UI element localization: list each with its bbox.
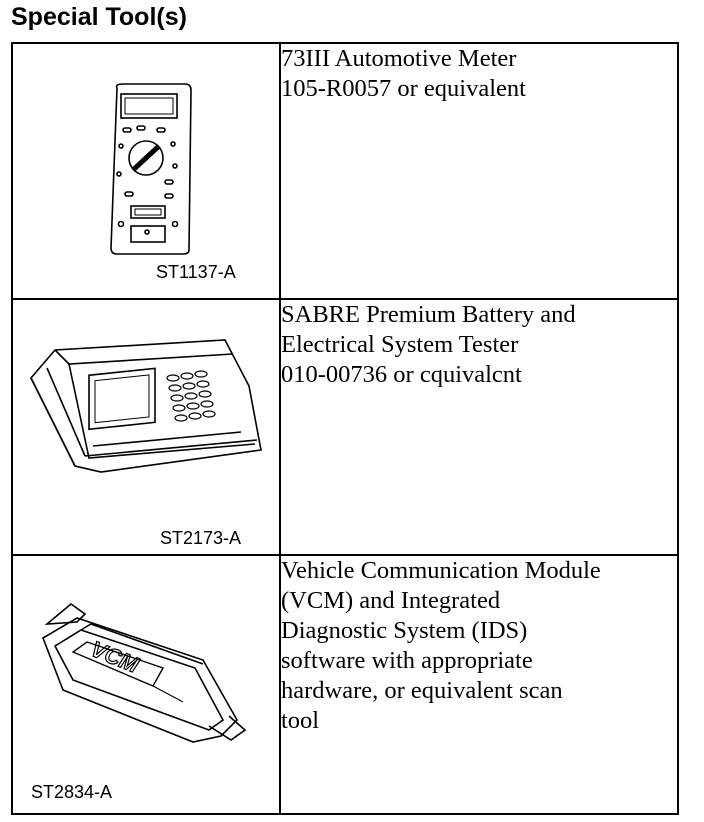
tool-code: ST2834-A <box>31 782 113 802</box>
tool-code: ST1137-A <box>156 262 236 282</box>
special-tools-table: ST1137-A 73III Automotive Meter 105-R005… <box>11 42 679 815</box>
description-line: (VCM) and Integrated <box>281 587 501 614</box>
description-line: SABRE Premium Battery and <box>281 301 576 328</box>
page-title: Special Tool(s) <box>11 3 187 31</box>
description-line: 105-R0057 or equivalent <box>281 75 526 102</box>
description-line: 73III Automotive Meter <box>281 45 517 72</box>
description-line: 010-00736 or cquivalcnt <box>281 361 522 388</box>
table-row: ST1137-A 73III Automotive Meter 105-R005… <box>11 42 679 300</box>
tool-description: SABRE Premium Battery and Electrical Sys… <box>279 298 679 556</box>
description-line: hardware, or equivalent scan <box>281 677 563 704</box>
description-line: Electrical System Tester <box>281 331 519 358</box>
description-line: tool <box>281 707 320 734</box>
tool-code: ST2173-A <box>160 528 242 548</box>
table-row: ST2173-A SABRE Premium Battery and Elect… <box>11 298 679 556</box>
vcm-label: VCM <box>87 636 142 678</box>
battery-tester-icon <box>30 339 262 473</box>
tool-description: 73III Automotive Meter 105-R0057 or equi… <box>279 42 679 300</box>
vcm-module-icon: VCM <box>42 602 247 743</box>
tool-image-cell: ST2173-A <box>11 298 281 556</box>
tool-image-cell: VCM ST2834-A <box>11 554 281 815</box>
table-row: VCM ST2834-A Vehicle Communication Modul… <box>11 554 679 815</box>
multimeter-icon <box>110 83 192 255</box>
tool-description: Vehicle Communication Module (VCM) and I… <box>279 554 679 815</box>
description-line: software with appropriate <box>281 647 533 674</box>
description-line: Diagnostic System (IDS) <box>281 617 528 644</box>
description-line: Vehicle Communication Module <box>281 557 601 584</box>
tool-image-cell: ST1137-A <box>11 42 281 300</box>
